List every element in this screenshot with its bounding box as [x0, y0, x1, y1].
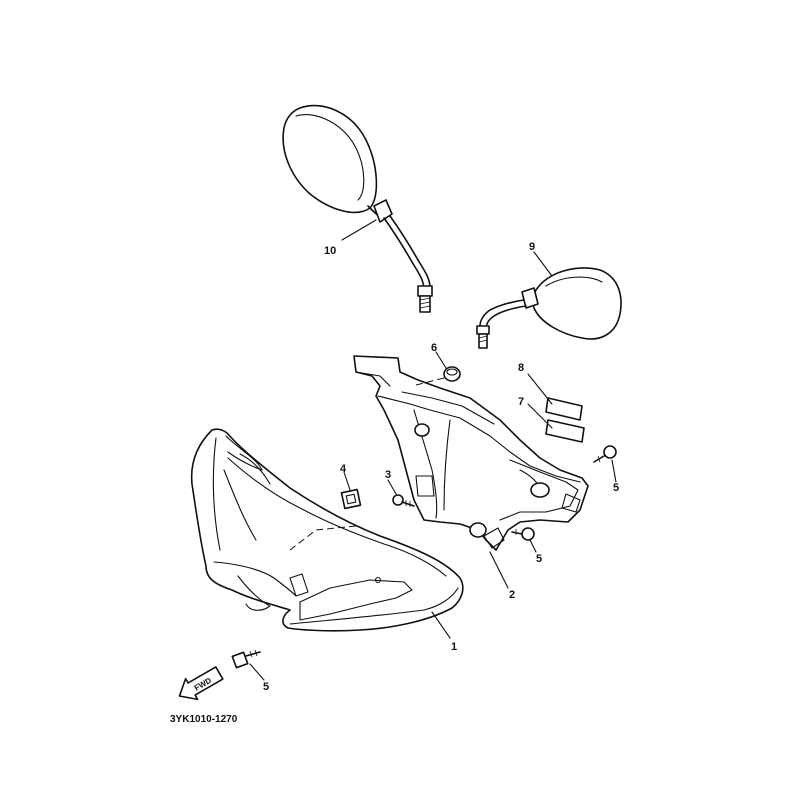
label-part-5-middle: 5: [536, 553, 542, 565]
bolt-5-right: [593, 445, 617, 463]
bolt-5-middle: [511, 527, 535, 541]
label-part-2: 2: [509, 589, 515, 601]
label-part-1: 1: [451, 641, 457, 653]
label-part-7: 7: [518, 396, 524, 408]
label-part-6: 6: [431, 342, 437, 354]
grommet-6: [411, 366, 461, 387]
right-mirror: [476, 267, 622, 349]
screw-3: [392, 494, 415, 507]
label-8: [545, 397, 583, 421]
label-part-10: 10: [324, 245, 336, 257]
fwd-arrow-icon: FWD: [178, 666, 224, 701]
label-part-8: 8: [518, 362, 524, 374]
label-part-5-right: 5: [613, 482, 619, 494]
label-part-3: 3: [385, 469, 391, 481]
clip-nut: [340, 488, 362, 510]
label-7: [545, 419, 585, 443]
label-part-9: 9: [529, 241, 535, 253]
handlebar-cover-front: [190, 428, 464, 632]
label-part-5-left: 5: [263, 681, 269, 693]
leader-lines: [249, 219, 617, 681]
bolt-5-left: [231, 649, 261, 669]
label-part-4: 4: [340, 463, 347, 475]
diagram-code: 3YK1010-1270: [170, 714, 238, 725]
handlebar-cover-rear: [353, 355, 589, 551]
left-mirror: [282, 104, 433, 313]
